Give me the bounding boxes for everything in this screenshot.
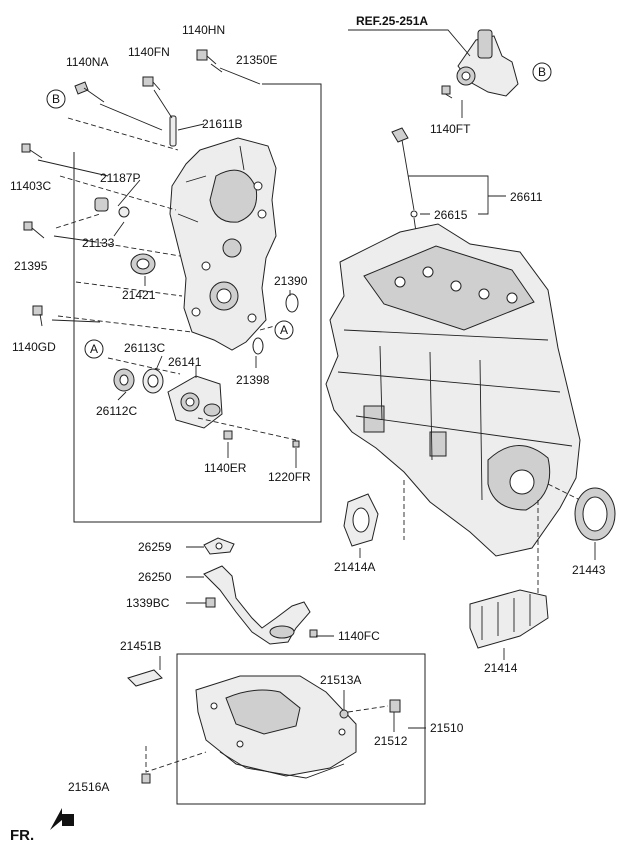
bolt-1140GD [32, 305, 43, 327]
callout-a-right[interactable]: A [274, 320, 294, 340]
label-1140FT[interactable]: 1140FT [430, 122, 471, 136]
bolt-1220FR [292, 440, 300, 448]
callout-b-label: B [52, 92, 60, 106]
bolt-1140FC [309, 629, 318, 638]
gasket-26259 [203, 537, 235, 555]
gear-26112C [113, 368, 135, 392]
label-1339BC[interactable]: 1339BC [126, 596, 170, 610]
label-26113C[interactable]: 26113C [124, 341, 165, 355]
o-ring-21390 [285, 293, 299, 313]
oil-seal-21421 [130, 253, 156, 275]
label-21395[interactable]: 21395 [14, 259, 48, 273]
label-26611[interactable]: 26611 [510, 190, 543, 204]
callout-a-label: A [280, 323, 288, 337]
ref-label[interactable]: REF.25-251A [356, 14, 428, 28]
label-21443[interactable]: 21443 [572, 563, 606, 577]
callout-a-label: A [90, 342, 98, 356]
callout-a-left[interactable]: A [84, 339, 104, 359]
bolt-1140NA [74, 81, 105, 103]
label-1140NA[interactable]: 1140NA [66, 55, 108, 69]
label-11403C[interactable]: 11403C [10, 179, 51, 193]
callout-b-top-left[interactable]: B [46, 89, 66, 109]
label-21390[interactable]: 21390 [274, 274, 308, 288]
label-21451B[interactable]: 21451B [120, 639, 161, 653]
label-21611B[interactable]: 21611B [202, 117, 242, 131]
bolt-1140FN [142, 76, 161, 91]
rear-cover-21414A [343, 493, 379, 547]
tensioner-assembly [441, 29, 519, 99]
label-26141[interactable]: 26141 [168, 355, 202, 369]
label-26112C[interactable]: 26112C [96, 404, 137, 418]
label-26259[interactable]: 26259 [138, 540, 172, 554]
label-21414A[interactable]: 21414A [334, 560, 375, 574]
front-direction-label: FR. [10, 827, 34, 844]
bolt-21516A [141, 773, 151, 784]
label-21513A[interactable]: 21513A [320, 673, 361, 687]
label-1140ER[interactable]: 1140ER [204, 461, 247, 475]
oil-strainer-26250 [203, 565, 311, 645]
label-21421[interactable]: 21421 [122, 288, 156, 302]
label-21133[interactable]: 21133 [82, 236, 115, 250]
liquid-gasket-21451B [127, 669, 163, 687]
o-ring-21398 [252, 337, 264, 355]
label-21350E[interactable]: 21350E [236, 53, 277, 67]
bolt-1140ER [223, 430, 233, 440]
callout-b-label: B [538, 65, 546, 79]
label-21398[interactable]: 21398 [236, 373, 270, 387]
label-21510[interactable]: 21510 [430, 721, 464, 735]
oil-pan-21510 [195, 675, 357, 779]
label-1140HN[interactable]: 1140HN [182, 23, 225, 37]
bolt-1339BC [205, 597, 216, 608]
label-21512[interactable]: 21512 [374, 734, 408, 748]
drain-plug-21512 [389, 699, 401, 713]
callout-b-top-right[interactable]: B [532, 62, 552, 82]
bolt-11403C [21, 143, 43, 159]
bolt-1140HN [196, 49, 217, 65]
rear-oil-seal-21443 [574, 487, 616, 541]
cap-21133 [94, 197, 109, 212]
front-arrow-icon [50, 808, 74, 830]
engine-block [325, 223, 581, 557]
label-1220FR[interactable]: 1220FR [268, 470, 311, 484]
oil-pan-group-box [176, 653, 426, 805]
label-21516A[interactable]: 21516A [68, 780, 109, 794]
timing-chain-cover [169, 137, 277, 351]
label-21187P[interactable]: 21187P [100, 171, 140, 185]
oil-pump-26141 [167, 375, 223, 429]
drain-plug-gasket-21513A [339, 709, 349, 719]
label-26615[interactable]: 26615 [434, 208, 468, 222]
label-1140FN[interactable]: 1140FN [128, 45, 170, 59]
dowel-pin-21611B [169, 115, 177, 147]
label-1140GD[interactable]: 1140GD [12, 340, 56, 354]
ladder-frame-21414 [469, 589, 549, 649]
label-26250[interactable]: 26250 [138, 570, 172, 584]
label-1140FC[interactable]: 1140FC [338, 629, 380, 643]
rotor-26113C [142, 368, 164, 394]
label-21414[interactable]: 21414 [484, 661, 518, 675]
plug-21187P [118, 206, 130, 218]
timing-cover-group-box [73, 83, 322, 523]
bolt-21395 [23, 221, 45, 239]
